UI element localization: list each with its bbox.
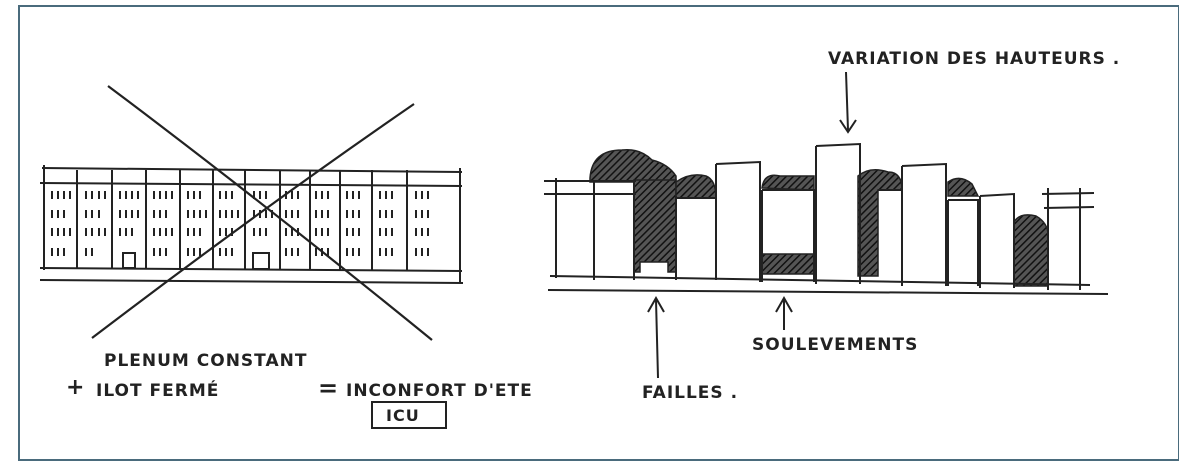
- varied-skyline-sketch: [544, 142, 1109, 295]
- arrow-failles: [647, 295, 665, 379]
- icu-box: [371, 401, 447, 429]
- plus-sign: +: [66, 375, 85, 400]
- closed-block-sketch: [39, 165, 464, 284]
- annotation-arrows: [647, 71, 857, 379]
- frame-border: [18, 5, 1179, 461]
- skyline-buildings: [544, 142, 1109, 295]
- window-marks: [51, 191, 429, 256]
- label-icu: ICU: [386, 406, 420, 425]
- label-soulevements: SOULEVEMENTS: [752, 335, 918, 355]
- vegetation-masses: [589, 148, 1049, 287]
- arrow-soulevements: [775, 295, 793, 330]
- cross-out-mark: [91, 85, 433, 341]
- label-plenum-constant: PLENUM CONSTANT: [104, 351, 307, 371]
- equals-sign: =: [318, 374, 339, 402]
- label-ilot-ferme: ILOT FERMÉ: [96, 379, 219, 401]
- arrow-variation: [839, 71, 857, 134]
- label-variation-des-hauteurs: VARIATION DES HAUTEURS .: [828, 49, 1120, 69]
- label-failles: FAILLES .: [642, 383, 738, 403]
- label-inconfort-d-ete: INCONFORT D'ETE: [346, 381, 533, 401]
